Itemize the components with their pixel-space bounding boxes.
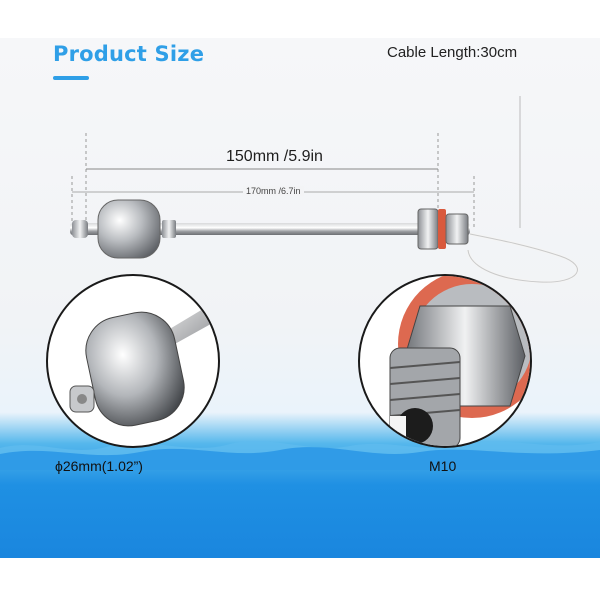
product-size-panel: Product Size Cable Length:30cm xyxy=(0,38,600,558)
float-diameter-label: ϕ26mm(1.02”) xyxy=(55,458,143,474)
sensor-diagram xyxy=(70,96,579,284)
float-detail-circle xyxy=(46,274,220,448)
cable-length-label: Cable Length:30cm xyxy=(387,44,518,61)
thread-detail-icon xyxy=(389,276,530,446)
float-ball-detail-icon xyxy=(69,300,218,427)
title-underline xyxy=(53,76,89,80)
thread-size-label: M10 xyxy=(429,458,457,474)
water-wave xyxy=(0,441,600,470)
float-ball-icon xyxy=(97,199,161,259)
thread-detail-circle xyxy=(358,274,532,448)
page-title: Product Size xyxy=(53,42,205,66)
dimension-main-label: 150mm /5.9in xyxy=(226,148,323,165)
threaded-fitting-icon xyxy=(417,208,439,250)
dimension-total-label: 170mm /6.7in xyxy=(243,186,304,196)
